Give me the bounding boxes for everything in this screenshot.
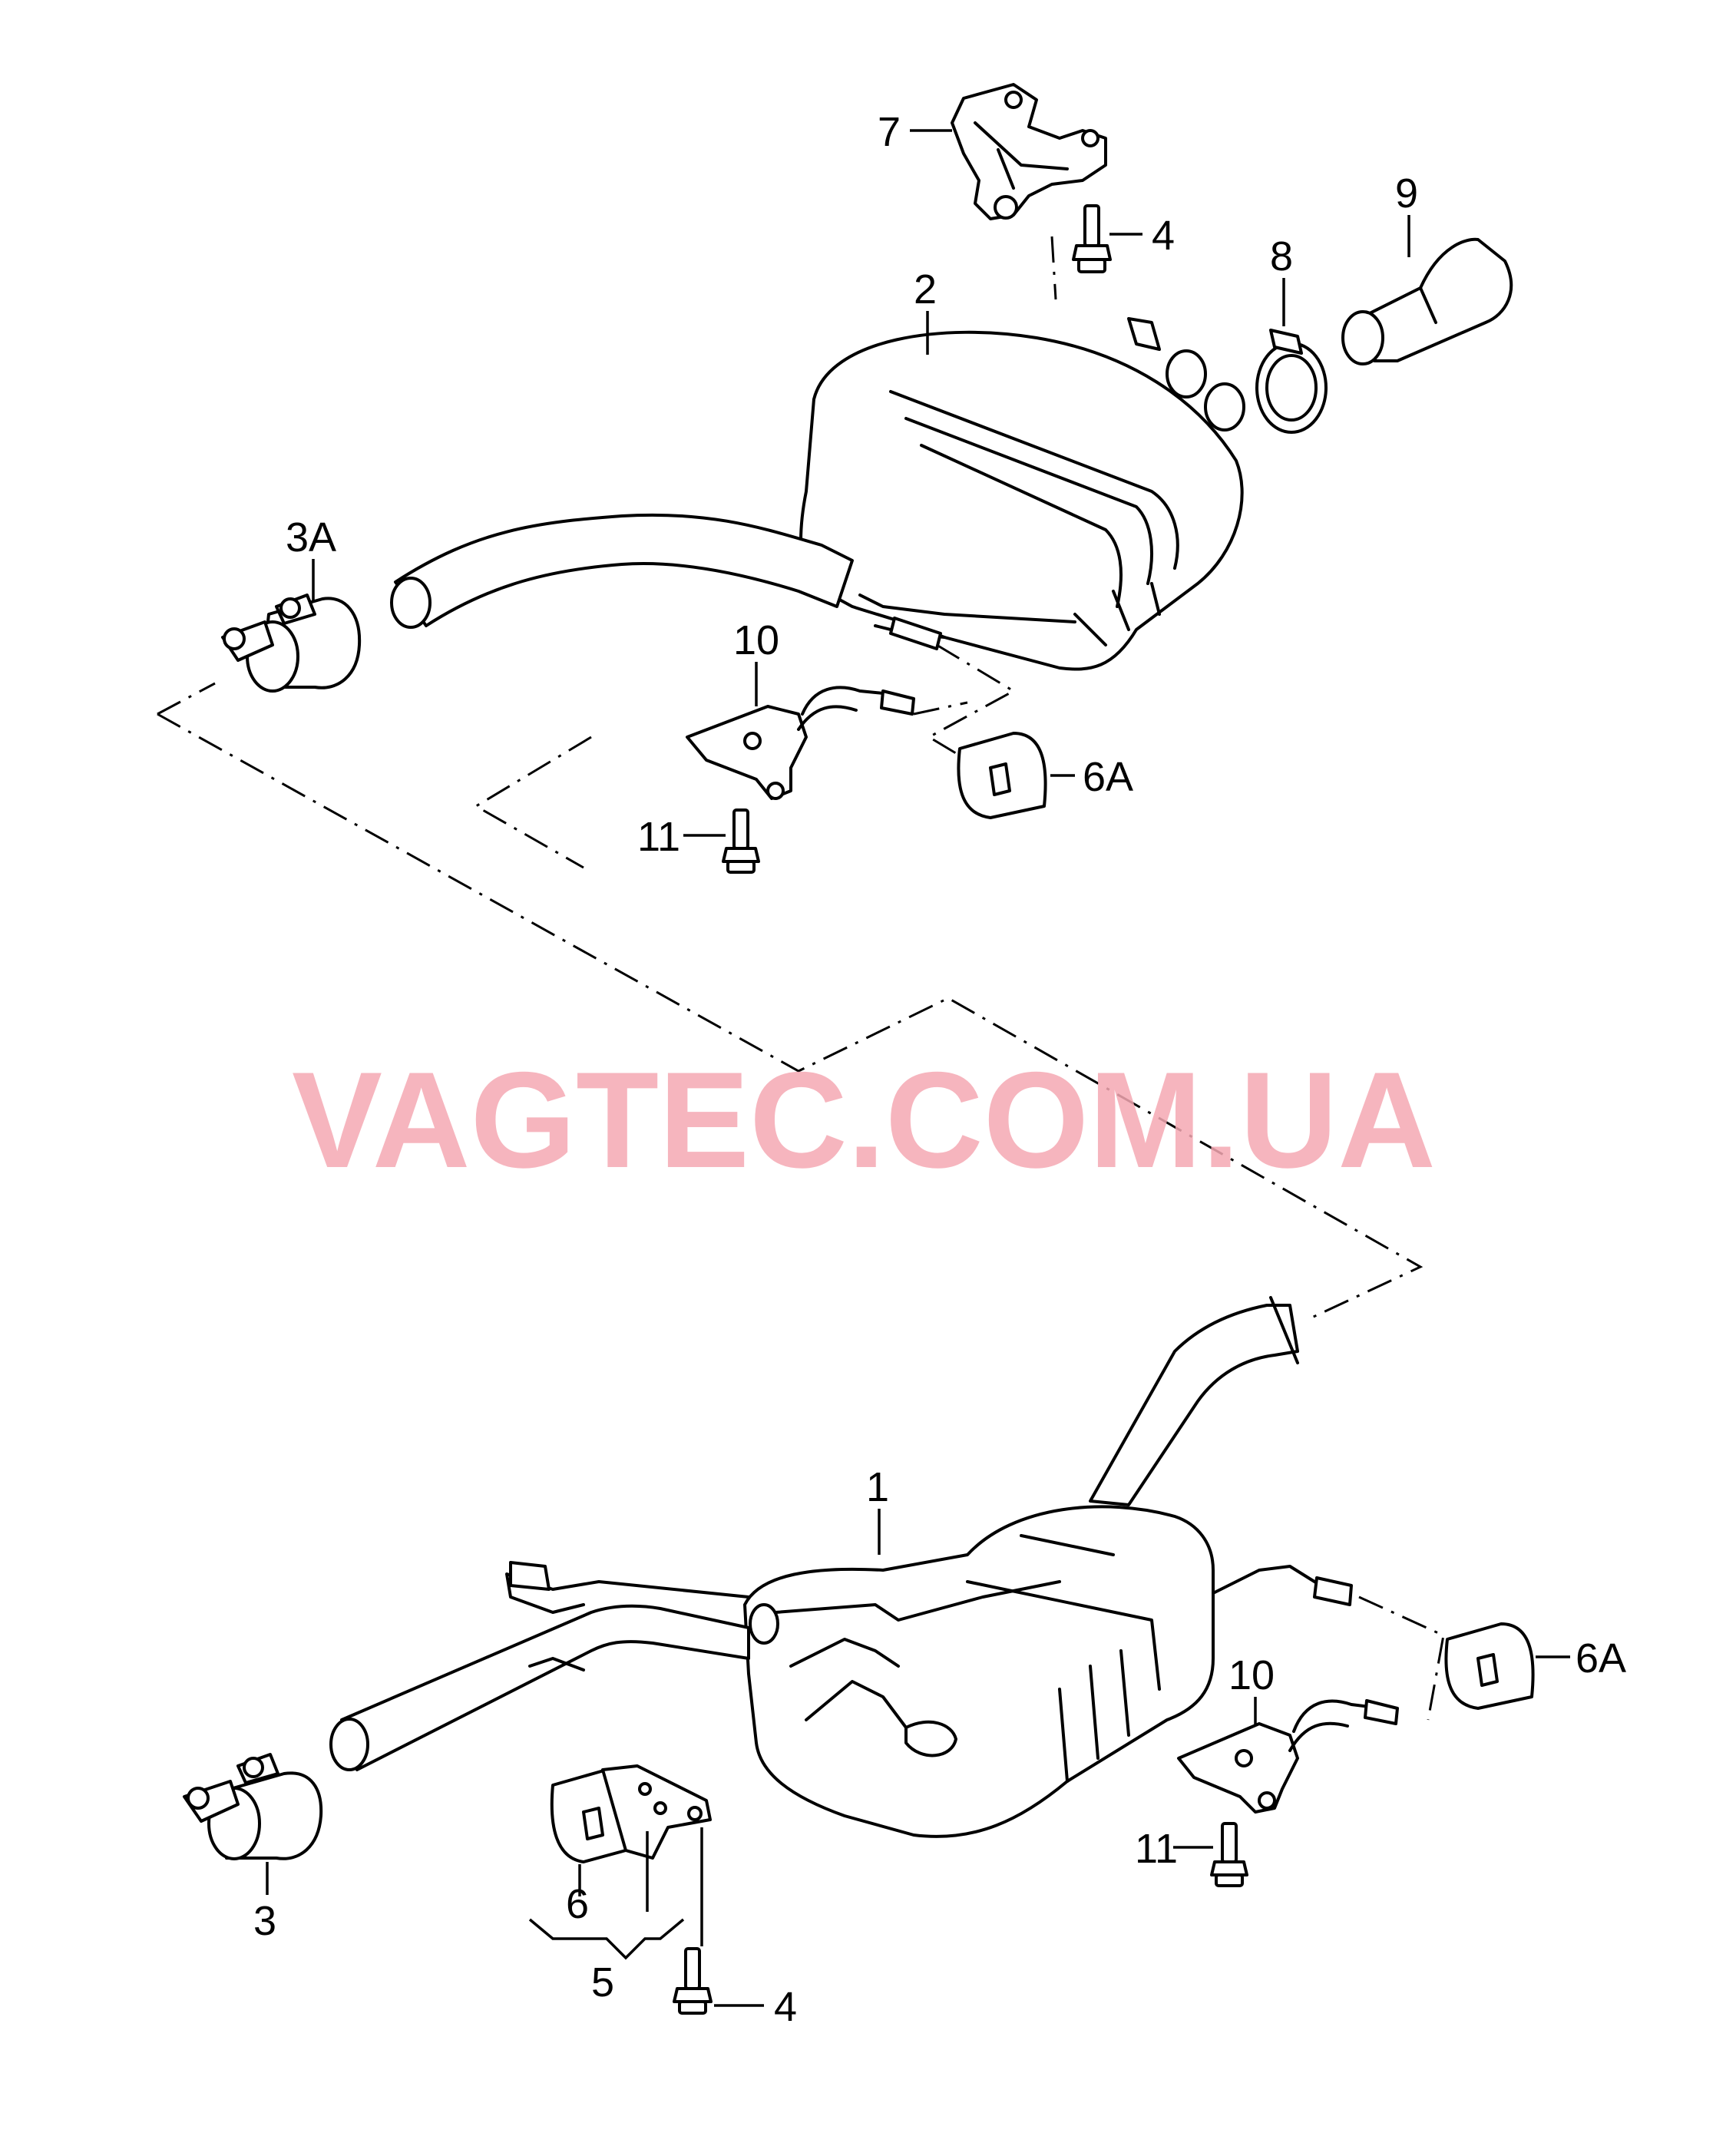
callout-5: 5 bbox=[591, 1959, 614, 2005]
inlet-pipe-top bbox=[390, 513, 854, 629]
intermediate-pipe-bottom bbox=[1089, 1296, 1299, 1506]
connection-lines bbox=[157, 236, 1445, 1721]
callout-11-top: 11 bbox=[637, 814, 680, 860]
callout-11-bottom: 11 bbox=[1135, 1826, 1178, 1872]
bolt-4-top bbox=[1072, 204, 1112, 273]
callout-6a-bottom: 6A bbox=[1576, 1635, 1626, 1681]
callout-10-top: 10 bbox=[733, 617, 779, 663]
callout-4-top: 4 bbox=[1152, 213, 1175, 259]
hanger-pin-bottom-left bbox=[509, 1561, 551, 1591]
tail-pipe-9 bbox=[1341, 237, 1513, 365]
watermark-text: VAGTEC.COM.UA bbox=[292, 1043, 1436, 1196]
callout-3: 3 bbox=[253, 1898, 276, 1944]
hanger-pin-top bbox=[889, 617, 942, 650]
rear-silencer bbox=[799, 317, 1245, 671]
callout-1: 1 bbox=[866, 1464, 889, 1510]
callout-6a-top: 6A bbox=[1083, 754, 1133, 800]
bolt-4-bottom bbox=[673, 1947, 713, 2015]
callout-7: 7 bbox=[878, 109, 901, 155]
clamp-3a bbox=[221, 594, 362, 693]
rubber-mount-6a-bottom bbox=[1444, 1622, 1535, 1710]
callout-2: 2 bbox=[914, 266, 937, 312]
callout-6: 6 bbox=[566, 1881, 589, 1927]
bolt-11-bottom bbox=[1210, 1822, 1248, 1887]
callout-9: 9 bbox=[1395, 170, 1418, 217]
clamp-3 bbox=[183, 1753, 323, 1860]
callout-labels: 2 3A 7 4 8 9 10 6A 11 1 3 6 5 4 6A 10 11 bbox=[253, 109, 1626, 2030]
callout-3a: 3A bbox=[286, 514, 336, 560]
hanger-rod-bottom-right bbox=[1212, 1565, 1322, 1595]
rubber-mount-6a-top bbox=[957, 732, 1047, 819]
hanger-pin-bottom-right bbox=[1313, 1576, 1353, 1606]
leader-lines bbox=[266, 129, 1570, 2007]
callout-4-bottom: 4 bbox=[774, 1984, 797, 2030]
clamp-ring-8 bbox=[1255, 329, 1328, 434]
bolt-11-top bbox=[722, 808, 760, 874]
hanger-bracket-10-bottom bbox=[1177, 1699, 1399, 1814]
callout-8: 8 bbox=[1270, 233, 1293, 279]
hanger-bracket-10-top bbox=[686, 686, 915, 800]
bracket-7 bbox=[951, 83, 1107, 220]
centre-silencer bbox=[743, 1505, 1215, 1838]
mounting-set-5 bbox=[550, 1764, 712, 1863]
hanger-stub-left bbox=[528, 1657, 585, 1671]
callout-10-bottom: 10 bbox=[1228, 1652, 1275, 1698]
inlet-pipe-bottom bbox=[329, 1604, 750, 1771]
hanger-rod-bottom-left bbox=[505, 1572, 750, 1614]
